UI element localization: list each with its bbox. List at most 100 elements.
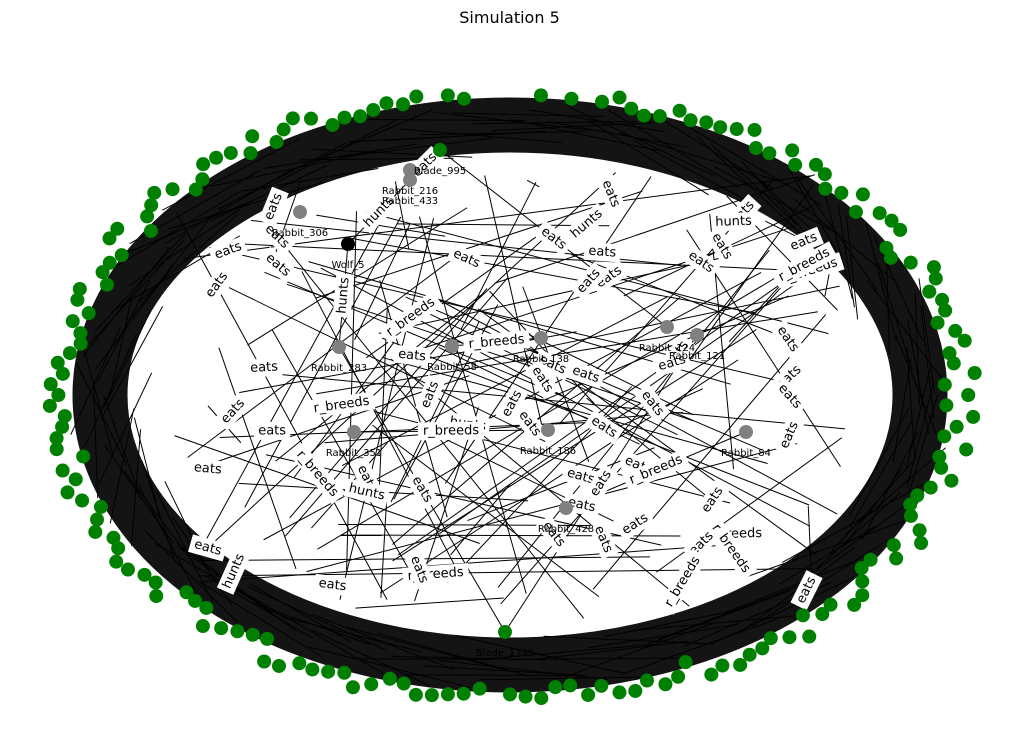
grass-node	[678, 655, 693, 670]
edge-label: eats	[405, 469, 439, 510]
node-label: Rabbit_216	[382, 186, 438, 197]
grass-node	[81, 306, 96, 321]
grass-node	[143, 223, 158, 238]
svg-text:eats: eats	[258, 423, 286, 438]
rabbit-node	[293, 205, 307, 219]
edge-line	[301, 271, 458, 571]
edge-label: r_breeds	[417, 421, 485, 441]
edge-label: hunts	[332, 273, 355, 318]
grass-node	[935, 292, 950, 307]
node-label: Rabbit_306	[272, 228, 328, 239]
grass-node	[818, 181, 833, 196]
edge-line	[197, 568, 812, 577]
edge-label: eats	[583, 463, 619, 504]
grass-node	[269, 134, 284, 149]
grass-node	[106, 530, 121, 545]
node-label: Rabbit_433	[382, 196, 438, 207]
grass-node	[802, 629, 817, 644]
grass-node	[699, 115, 714, 130]
svg-text:hunts: hunts	[334, 276, 352, 314]
node-label: Blade_995	[414, 166, 466, 177]
edge-line	[324, 411, 683, 444]
grass-node	[855, 574, 870, 589]
grass-node	[594, 678, 609, 693]
grass-node	[245, 627, 260, 642]
grass-node	[409, 89, 424, 104]
grass-node	[223, 145, 238, 160]
label-ring-band	[72, 97, 948, 693]
grass-node	[144, 198, 159, 213]
edge-line	[458, 285, 840, 366]
grass-node	[140, 209, 155, 224]
grass-node	[748, 141, 763, 156]
edge-label: r_breeds	[462, 330, 531, 354]
edge-line	[306, 443, 798, 573]
rabbit-node	[534, 331, 548, 345]
grass-node	[395, 97, 410, 112]
grass-node	[704, 667, 719, 682]
node-label: Rabbit_351	[326, 448, 382, 459]
grass-node	[762, 146, 777, 161]
edge-label: eats	[208, 236, 249, 266]
grass-node	[195, 172, 210, 187]
grass-node	[903, 497, 918, 512]
svg-text:r_breeds: r_breeds	[468, 332, 526, 352]
grass-node	[534, 691, 549, 706]
node-label: Rabbit_138	[513, 354, 569, 365]
edge-line	[494, 174, 816, 284]
grass-node	[639, 673, 654, 688]
grass-node	[408, 687, 423, 702]
grass-node	[518, 689, 533, 704]
svg-text:eats: eats	[192, 537, 223, 559]
grass-node	[966, 409, 981, 424]
grass-node	[88, 524, 103, 539]
grass-node	[305, 662, 320, 677]
edge-label: r_breeds	[307, 391, 376, 419]
edge-label: hunts	[711, 212, 756, 232]
node-label: Rabbit_58	[427, 362, 477, 373]
rabbit-node	[660, 320, 674, 334]
grass-node	[612, 685, 627, 700]
grass-node	[195, 619, 210, 634]
grass-node	[472, 681, 487, 696]
grass-node	[366, 102, 381, 117]
grass-node	[68, 472, 83, 487]
grass-node	[111, 541, 126, 556]
grass-node	[957, 333, 972, 348]
edge-label: eats	[446, 243, 487, 275]
edge-line	[270, 373, 846, 430]
node-label: Rabbit_121	[669, 351, 725, 362]
grass-node	[292, 656, 307, 671]
edge-line	[316, 311, 818, 395]
rabbit-node	[739, 425, 753, 439]
svg-text:r_breeds: r_breeds	[423, 423, 480, 439]
grass-node	[148, 575, 163, 590]
grass-node	[815, 607, 830, 622]
edge-line	[339, 218, 435, 600]
grass-node	[939, 398, 954, 413]
grass-node	[886, 538, 901, 553]
grass-node	[671, 669, 686, 684]
grass-node	[683, 113, 698, 128]
grass-node	[49, 431, 64, 446]
grass-node	[733, 657, 748, 672]
edge-label: r_breeds	[658, 548, 708, 615]
edge-line	[271, 329, 417, 583]
edge-line	[380, 498, 388, 598]
edge-line	[218, 347, 297, 570]
grass-node	[60, 485, 75, 500]
chart-title: Simulation 5	[459, 8, 560, 27]
grass-node	[321, 664, 336, 679]
edge-line	[261, 216, 585, 619]
node-label: Blade_1745	[476, 648, 535, 659]
grass-node	[102, 255, 117, 270]
grass-node	[62, 346, 77, 361]
grass-node	[76, 449, 91, 464]
grass-node	[260, 631, 275, 646]
grass-node	[903, 508, 918, 523]
grass-node	[72, 281, 87, 296]
grass-node	[944, 473, 959, 488]
wolf-node	[341, 237, 355, 251]
